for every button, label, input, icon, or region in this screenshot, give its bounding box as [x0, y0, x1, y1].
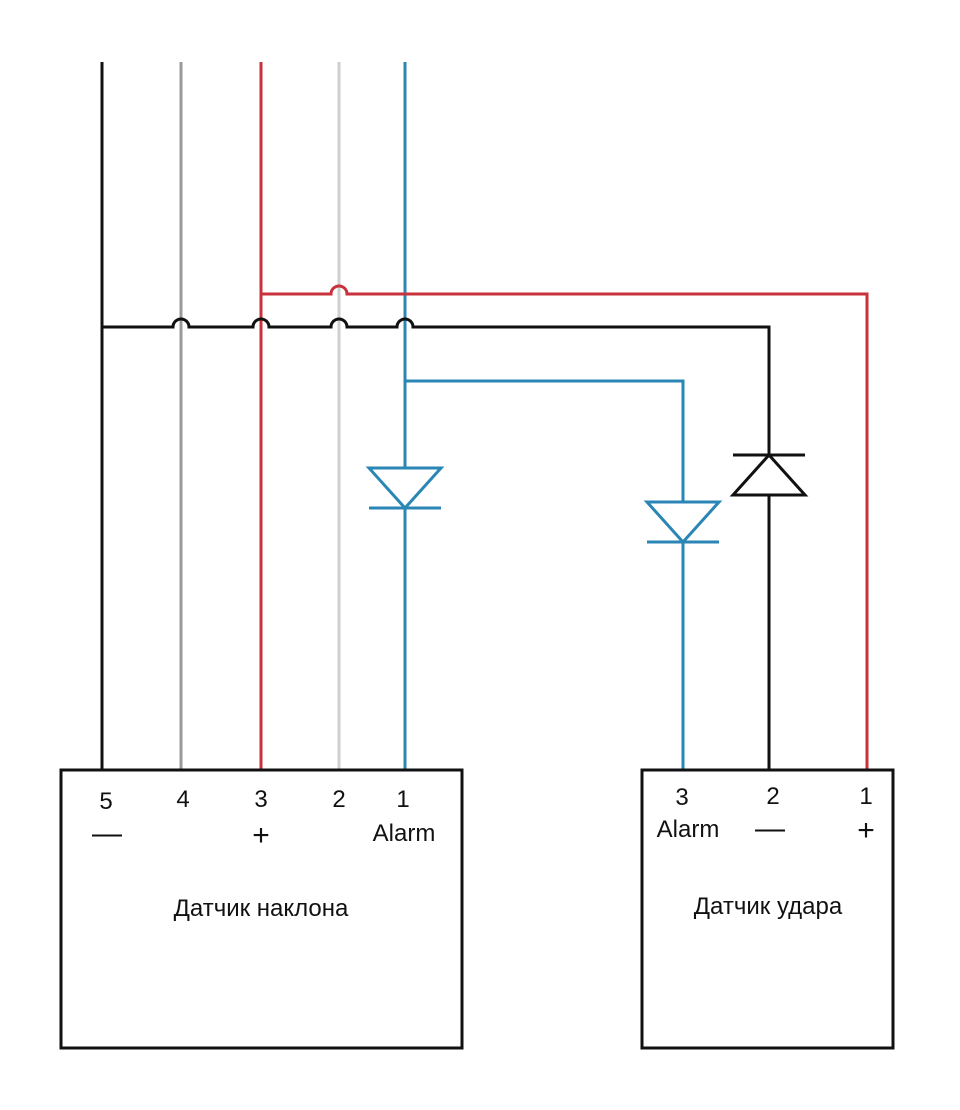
wire-black-minus-link [102, 317, 771, 455]
alarm-label: Alarm [373, 820, 436, 847]
tilt-pin-number: 4 [176, 786, 189, 813]
wire-blue-alarm-link [405, 379, 685, 502]
minus-sign: — [755, 812, 785, 845]
shock-pin-number: 2 [766, 783, 779, 810]
diode-icon [365, 466, 445, 511]
minus-sign: — [92, 817, 122, 850]
alarm-label: Alarm [657, 816, 720, 843]
tilt-pin-number: 1 [396, 786, 409, 813]
diode-icon [729, 452, 809, 497]
plus-sign: + [252, 819, 270, 852]
tilt-sensor-box [59, 768, 464, 1050]
tilt-sensor-title: Датчик наклона [174, 895, 349, 922]
plus-sign: + [857, 814, 875, 847]
tilt-pin-number: 5 [99, 788, 112, 815]
shock-pin-number: 3 [675, 784, 688, 811]
tilt-pin-number: 2 [332, 786, 345, 813]
shock-sensor-box [640, 768, 895, 1050]
shock-pin-number: 1 [859, 783, 872, 810]
diode-icon [643, 500, 723, 545]
shock-sensor-title: Датчик удара [694, 893, 843, 920]
tilt-pin-number: 3 [254, 786, 267, 813]
wire-red-plus-link [261, 284, 869, 770]
